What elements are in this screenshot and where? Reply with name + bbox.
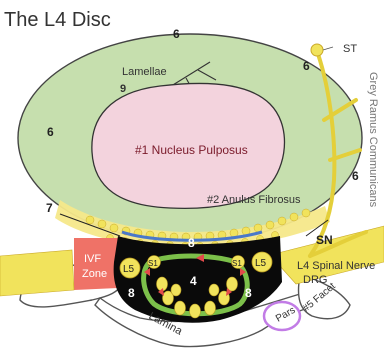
lamellae-number: 9 (120, 83, 126, 95)
anulus-fibrosus-label: #2 Anulus Fibrosus (207, 194, 301, 206)
s1-right-label: S1 (232, 259, 242, 268)
four-label: 4 (190, 274, 197, 288)
drg-label: DRG (303, 274, 327, 286)
ivf-label-line1: IVF (84, 253, 101, 265)
grey-ramus-label: Grey Ramus Communicans (367, 72, 379, 208)
eight-right: 8 (245, 286, 252, 300)
spinal-nerve-label: L4 Spinal Nerve (297, 260, 375, 272)
s1-left-label: S1 (148, 259, 158, 268)
st-leader (323, 47, 333, 50)
lamellae-label: Lamellae (122, 66, 167, 78)
page-title: The L4 Disc (4, 9, 111, 31)
st-label: ST (343, 43, 357, 55)
l5-right-label: L5 (255, 258, 267, 269)
sn-label: SN (316, 233, 333, 247)
ivf-label-line2: Zone (82, 268, 107, 280)
left-nerve-root (0, 250, 74, 296)
eight-left: 8 (128, 286, 135, 300)
six-top: 6 (173, 27, 180, 41)
six-right: 6 (352, 169, 359, 183)
l5-left-label: L5 (123, 264, 135, 275)
seven-label: 7 (46, 201, 53, 215)
nucleus-pulposus-label: #1 Nucleus Pulposus (135, 143, 248, 157)
six-upper-right: 6 (303, 59, 310, 73)
eight-top: 8 (188, 236, 195, 250)
st-node (311, 44, 323, 56)
six-left: 6 (47, 125, 54, 139)
